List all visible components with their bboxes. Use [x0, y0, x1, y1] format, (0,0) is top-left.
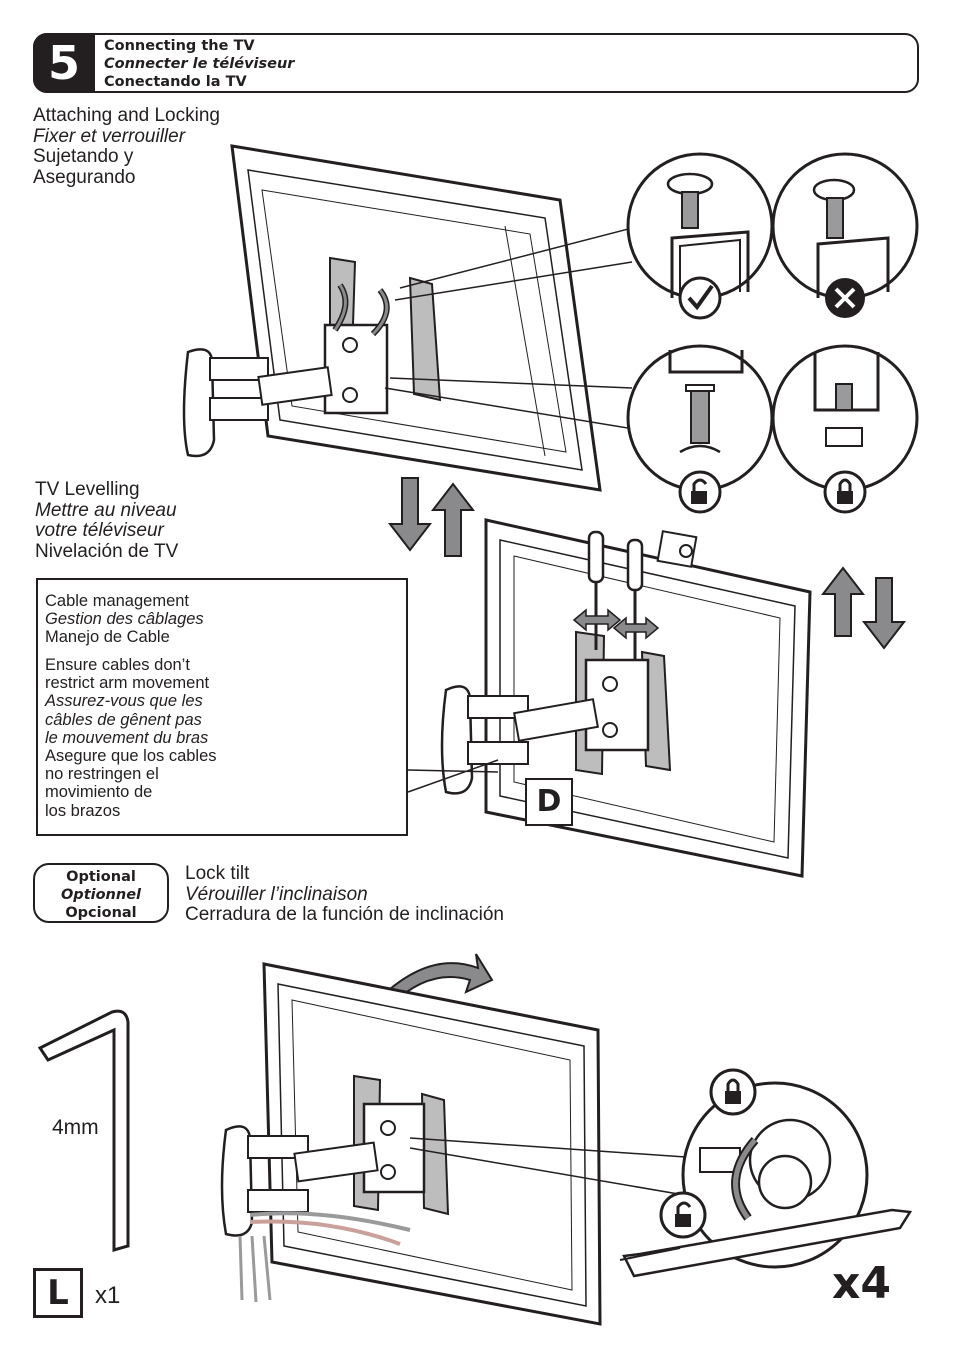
check-icon: [687, 284, 714, 311]
locked-icon: [837, 478, 853, 504]
callout-line: [394, 261, 633, 301]
optional-en: Optional: [66, 869, 136, 885]
tool-size-label: 4mm: [52, 1116, 99, 1139]
wall-mount-bottom: [220, 1074, 450, 1303]
unlocked-icon: [675, 1201, 692, 1227]
optional-fr: Optionnel: [60, 887, 142, 903]
cable-line: los brazos: [45, 801, 121, 820]
lock-tilt-es: Cerradura de la función de inclinación: [185, 904, 504, 925]
callout-line: [384, 387, 641, 431]
cable-title-es: Manejo de Cable: [45, 628, 170, 647]
cable-title-fr: Gestion des câblages: [45, 610, 204, 629]
detail-circle-tilt-lock: [619, 1068, 913, 1278]
detail-circle-incorrect: [771, 152, 919, 318]
tool-letter-badge: L: [33, 1268, 83, 1318]
attach-en: Attaching and Locking: [33, 105, 220, 126]
callout-line: [407, 769, 499, 773]
attach-es-2: Asegurando: [33, 166, 136, 188]
cable-line: movimiento de: [45, 783, 153, 802]
cable-instructions: Ensure cables don’t restrict arm movemen…: [45, 656, 217, 820]
callout-line: [409, 1137, 701, 1159]
attach-es-1: Sujetando y: [33, 146, 134, 167]
callout-line: [389, 377, 633, 389]
level-arrows-right: [820, 566, 907, 650]
screwdriver-icon: [572, 530, 660, 660]
levelling-fr-1: Mettre au niveau: [35, 499, 177, 521]
detail-circle-correct: [626, 152, 774, 320]
cable-management-title: Cable management Gestion des câblages Ma…: [45, 592, 204, 647]
levelling-es: Nivelación de TV: [35, 540, 179, 562]
step-number: 5: [33, 33, 95, 93]
levelling-label: TV Levelling Mettre au niveau votre télé…: [35, 479, 179, 562]
attach-label: Attaching and Locking Fixer et verrouill…: [33, 105, 220, 188]
levelling-en: TV Levelling: [35, 479, 140, 500]
lock-tilt-en: Lock tilt: [185, 863, 250, 884]
step-title-fr: Connecter le téléviseur: [104, 56, 295, 72]
lock-tilt-label: Lock tilt Vérouiller l’inclinaison Cerra…: [185, 863, 504, 926]
callout-line: [409, 1147, 691, 1197]
cable-title-en: Cable management: [45, 592, 190, 610]
step-title: Connecting the TV Connecter le téléviseu…: [104, 37, 294, 91]
part-d-label: D: [525, 778, 573, 826]
wall-mount-middle: [440, 630, 672, 795]
optional-badge: Optional Optionnel Opcional: [33, 863, 169, 923]
detail-circle-locked: [771, 344, 919, 514]
cable-line: Asegure que los cables: [45, 747, 217, 766]
tool-quantity: x1: [95, 1282, 121, 1309]
cable-line: Ensure cables don’t: [45, 656, 190, 674]
attach-fr: Fixer et verrouiller: [33, 125, 186, 147]
level-arrows-left: [387, 477, 476, 557]
unlocked-icon: [691, 478, 708, 504]
cable-management-panel: [36, 578, 408, 836]
lock-tilt-fr: Vérouiller l’inclinaison: [185, 883, 368, 905]
optional-es: Opcional: [65, 905, 137, 921]
locked-icon: [725, 1078, 741, 1104]
cable-line: câbles de gênent pas: [45, 710, 202, 729]
cable-line: Assurez-vous que les: [45, 692, 203, 711]
cable-line: no restringen el: [45, 765, 159, 784]
cable-line: restrict arm movement: [45, 674, 210, 693]
detail-circle-unlocked: [626, 344, 774, 514]
cable-line: le mouvement du bras: [45, 728, 209, 747]
cross-icon: [834, 287, 856, 309]
step-title-es: Conectando la TV: [104, 74, 247, 90]
step-title-en: Connecting the TV: [104, 38, 255, 54]
quantity-x4: x4: [832, 1258, 891, 1309]
callout-line: [399, 225, 641, 289]
allen-key-icon: [37, 1009, 130, 1252]
wall-mount-top: [182, 256, 442, 458]
callout-line: [407, 759, 499, 793]
levelling-fr-2: votre téléviseur: [35, 520, 164, 541]
